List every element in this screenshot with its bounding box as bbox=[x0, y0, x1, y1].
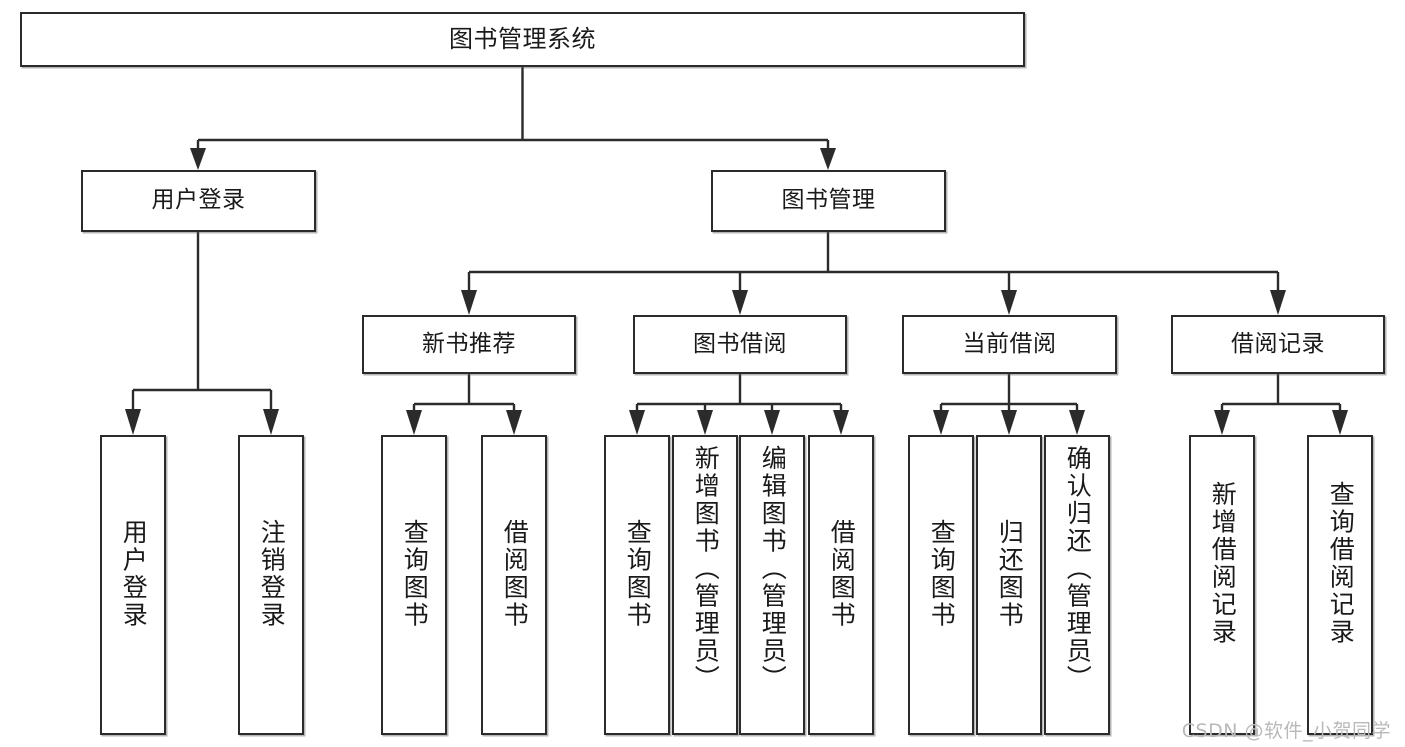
leaf-return-book[interactable]: 归还图书 bbox=[976, 435, 1042, 735]
node-label: 确认归还（管理员） bbox=[1063, 445, 1093, 693]
node-label: 编辑图书（管理员） bbox=[758, 445, 788, 693]
node-label: 查询图书 bbox=[623, 519, 653, 629]
arrowhead-leaf-record-1 bbox=[1214, 410, 1230, 435]
arrowhead-book-manage bbox=[820, 148, 836, 170]
leaf-add-book-admin[interactable]: 新增图书（管理员） bbox=[672, 435, 738, 735]
arrowhead-leaf-borrow-2 bbox=[697, 410, 713, 435]
node-label: 归还图书 bbox=[995, 519, 1025, 629]
node-label: 用户登录 bbox=[151, 187, 246, 214]
node-label: 借阅图书 bbox=[500, 519, 530, 629]
leaf-borrow-book-recommend[interactable]: 借阅图书 bbox=[481, 435, 547, 735]
leaf-borrow-book[interactable]: 借阅图书 bbox=[808, 435, 874, 735]
node-label: 图书借阅 bbox=[693, 330, 787, 357]
node-label: 新书推荐 bbox=[422, 330, 516, 357]
leaf-add-borrow-record[interactable]: 新增借阅记录 bbox=[1189, 435, 1255, 735]
node-label: 新增借阅记录 bbox=[1208, 481, 1238, 646]
leaf-user-login[interactable]: 用户登录 bbox=[100, 435, 166, 735]
arrowhead-leaf-record-2 bbox=[1332, 410, 1348, 435]
node-root-book-management-system[interactable]: 图书管理系统 bbox=[20, 12, 1025, 67]
node-label: 当前借阅 bbox=[962, 330, 1057, 357]
node-label: 新增图书（管理员） bbox=[691, 445, 721, 693]
arrowhead-borrow-record bbox=[1270, 290, 1286, 315]
node-label: 查询借阅记录 bbox=[1326, 481, 1356, 646]
leaf-edit-book-admin[interactable]: 编辑图书（管理员） bbox=[739, 435, 805, 735]
arrowhead-leaf-borrow-1 bbox=[629, 410, 645, 435]
arrowhead-leaf-current-3 bbox=[1069, 410, 1085, 435]
arrowhead-leaf-user-1 bbox=[125, 409, 141, 435]
arrowhead-leaf-borrow-3 bbox=[764, 410, 780, 435]
watermark: CSDN @软件_小贺同学 bbox=[1181, 720, 1391, 742]
node-label: 查询图书 bbox=[400, 519, 430, 629]
node-book-management[interactable]: 图书管理 bbox=[711, 170, 946, 232]
node-label: 借阅记录 bbox=[1231, 330, 1325, 357]
node-new-book-recommend[interactable]: 新书推荐 bbox=[362, 315, 576, 374]
arrowhead-leaf-borrow-4 bbox=[833, 410, 849, 435]
node-label: 查询图书 bbox=[927, 519, 957, 629]
arrowhead-leaf-newbook-2 bbox=[506, 410, 522, 435]
arrowhead-leaf-current-2 bbox=[1001, 410, 1017, 435]
node-label: 图书管理 bbox=[781, 187, 876, 214]
arrowhead-new-book bbox=[461, 290, 477, 315]
arrowhead-leaf-newbook-1 bbox=[406, 410, 422, 435]
leaf-query-book-borrow[interactable]: 查询图书 bbox=[604, 435, 670, 735]
arrowhead-leaf-current-1 bbox=[933, 410, 949, 435]
node-label: 借阅图书 bbox=[827, 519, 857, 629]
arrowhead-current-borrow bbox=[1001, 290, 1017, 315]
arrowhead-user-login bbox=[190, 148, 206, 170]
node-label: 图书管理系统 bbox=[449, 25, 596, 54]
node-label: 用户登录 bbox=[119, 519, 149, 629]
node-user-login[interactable]: 用户登录 bbox=[81, 170, 316, 232]
node-borrow-record[interactable]: 借阅记录 bbox=[1171, 315, 1385, 374]
node-current-borrow[interactable]: 当前借阅 bbox=[902, 315, 1117, 374]
leaf-query-book-recommend[interactable]: 查询图书 bbox=[381, 435, 447, 735]
leaf-logout[interactable]: 注销登录 bbox=[238, 435, 304, 735]
leaf-query-book-current[interactable]: 查询图书 bbox=[908, 435, 974, 735]
node-label: 注销登录 bbox=[257, 519, 287, 629]
leaf-query-borrow-record[interactable]: 查询借阅记录 bbox=[1307, 435, 1373, 735]
leaf-confirm-return-admin[interactable]: 确认归还（管理员） bbox=[1044, 435, 1110, 735]
arrowhead-leaf-user-2 bbox=[263, 409, 279, 435]
node-book-borrow[interactable]: 图书借阅 bbox=[633, 315, 847, 374]
arrowhead-book-borrow bbox=[732, 290, 748, 315]
